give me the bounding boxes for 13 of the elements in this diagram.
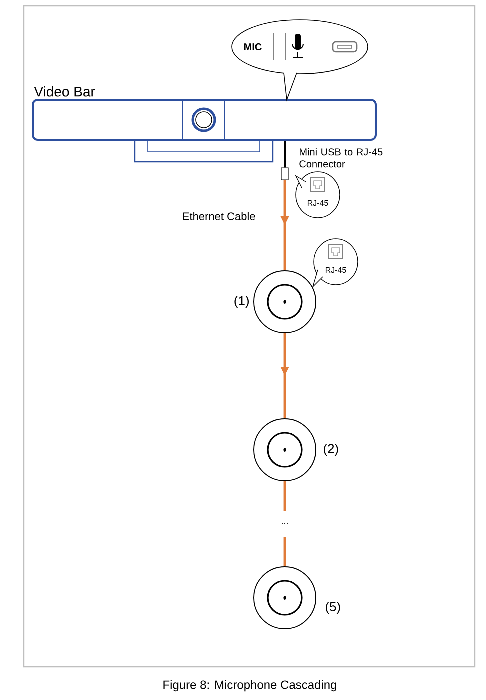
callout-bubble: MIC [232, 20, 368, 102]
speech-bubble: RJ-45 [312, 238, 358, 288]
connector-label: Mini USB to RJ-45 Connector [300, 148, 383, 168]
node-caption: (2) [324, 444, 338, 456]
node-caption: (5) [326, 602, 340, 614]
cable [284, 482, 286, 566]
device-label: Video Bar [34, 86, 96, 97]
cable [284, 141, 286, 168]
plug-connector [281, 168, 289, 180]
figure-caption: Figure 8: Microphone Cascading [164, 680, 336, 692]
speech-bubble: RJ-45 [295, 172, 340, 218]
edge-label: Ethernet Cable [183, 212, 256, 220]
node-caption: (1) [234, 296, 249, 308]
